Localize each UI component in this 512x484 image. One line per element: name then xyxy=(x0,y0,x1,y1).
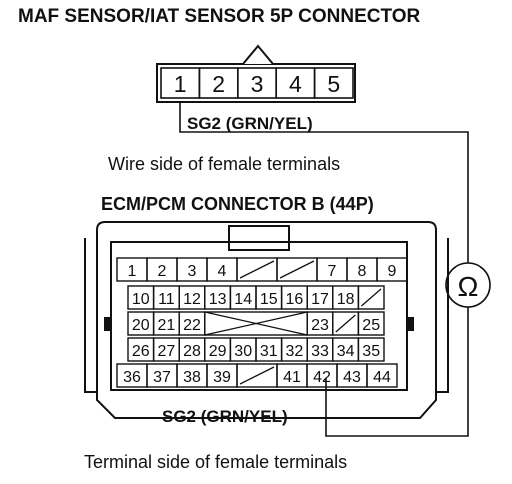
ecm-terminal-number: 25 xyxy=(362,317,380,334)
ecm-terminal-number: 13 xyxy=(209,291,227,308)
ecm-right-tab xyxy=(406,317,414,331)
maf-caption: Wire side of female terminals xyxy=(108,154,341,174)
maf-terminal-number: 3 xyxy=(251,71,264,97)
ecm-terminal-number: 16 xyxy=(286,291,304,308)
ecm-terminal-number: 9 xyxy=(388,263,397,280)
ecm-inner-body xyxy=(110,241,408,391)
ecm-unused-slash xyxy=(239,366,275,385)
ecm-terminal-number: 27 xyxy=(158,343,176,360)
ecm-terminal-number: 1 xyxy=(128,263,137,280)
ecm-terminal-number: 41 xyxy=(283,369,301,386)
ecm-terminal-grid xyxy=(116,257,408,388)
ecm-left-tab xyxy=(104,317,112,331)
ecm-terminal-number: 4 xyxy=(218,263,227,280)
ecm-terminal-number: 32 xyxy=(286,343,304,360)
ecm-terminal-number: 15 xyxy=(260,291,278,308)
ecm-terminal-number: 38 xyxy=(183,369,201,386)
ecm-unused-slash xyxy=(335,314,356,333)
maf-to-meter-wire xyxy=(179,102,469,263)
ecm-terminal-number: 44 xyxy=(373,369,391,386)
ecm-unused-slash xyxy=(279,260,315,279)
ecm-caption: Terminal side of female terminals xyxy=(84,452,348,472)
ecm-terminal-number: 31 xyxy=(260,343,278,360)
ecm-left-latch xyxy=(84,238,97,393)
ecm-terminal-number: 26 xyxy=(132,343,150,360)
ecm-terminal-number: 23 xyxy=(311,317,329,334)
maf-terminal-number: 5 xyxy=(327,71,340,97)
ecm-terminal-number: 14 xyxy=(234,291,252,308)
ecm-terminal-number: 2 xyxy=(158,263,167,280)
maf-terminal-number: 4 xyxy=(289,71,302,97)
ecm-unused-slash xyxy=(239,260,275,279)
ecm-terminal-cell xyxy=(357,337,385,362)
ecm-wire-label: SG2 (GRN/YEL) xyxy=(162,407,288,426)
ohmmeter-icon xyxy=(445,262,491,308)
ecm-terminal-number: 10 xyxy=(132,291,150,308)
ecm-terminal-number: 21 xyxy=(158,317,176,334)
ecm-terminal-number: 35 xyxy=(362,343,380,360)
ecm-terminal-number: 22 xyxy=(183,317,201,334)
ecm-terminal-number: 8 xyxy=(358,263,367,280)
meter-wiring xyxy=(179,102,491,437)
ecm-terminal-number: 37 xyxy=(153,369,171,386)
maf-connector-key xyxy=(242,44,274,65)
ecm-terminal-cell xyxy=(357,285,385,310)
ecm-unused-slash xyxy=(360,288,382,307)
ohm-symbol: Ω xyxy=(458,271,479,302)
ecm-terminal-number: 39 xyxy=(213,369,231,386)
ecm-terminal-cell xyxy=(366,363,398,388)
maf-terminal-cell xyxy=(313,67,354,99)
ecm-terminal-number: 42 xyxy=(313,369,331,386)
ecm-right-latch xyxy=(436,238,449,393)
ecm-terminal-number: 34 xyxy=(337,343,355,360)
ecm-terminal-number: 7 xyxy=(328,263,337,280)
ecm-terminal-number: 12 xyxy=(183,291,201,308)
ecm-blank-cross xyxy=(204,311,308,336)
ecm-terminal-number: 11 xyxy=(158,291,175,308)
ecm-terminal-number: 3 xyxy=(188,263,197,280)
ecm-terminal-cell xyxy=(357,311,385,336)
ecm-terminal-number: 36 xyxy=(123,369,141,386)
ecm-connector-title: ECM/PCM CONNECTOR B (44P) xyxy=(101,194,374,214)
meter-to-ecm-wire xyxy=(325,307,469,437)
ecm-terminal-number: 43 xyxy=(343,369,361,386)
maf-terminal-number: 2 xyxy=(212,71,225,97)
ecm-terminal-number: 33 xyxy=(311,343,329,360)
ecm-terminal-number: 29 xyxy=(209,343,227,360)
ecm-terminal-number: 28 xyxy=(183,343,201,360)
maf-connector-title: MAF SENSOR/IAT SENSOR 5P CONNECTOR xyxy=(18,6,421,27)
ecm-terminal-cell xyxy=(376,257,408,282)
ecm-terminal-number: 30 xyxy=(234,343,252,360)
ecm-connector-housing xyxy=(84,221,449,419)
maf-wire-label: SG2 (GRN/YEL) xyxy=(187,114,313,133)
ecm-center-key xyxy=(228,225,290,251)
ecm-outer-shell xyxy=(96,221,437,419)
maf-terminal-number: 1 xyxy=(174,71,187,97)
ecm-terminal-number: 20 xyxy=(132,317,150,334)
ecm-terminal-number: 17 xyxy=(311,291,329,308)
ecm-terminal-number: 18 xyxy=(337,291,355,308)
